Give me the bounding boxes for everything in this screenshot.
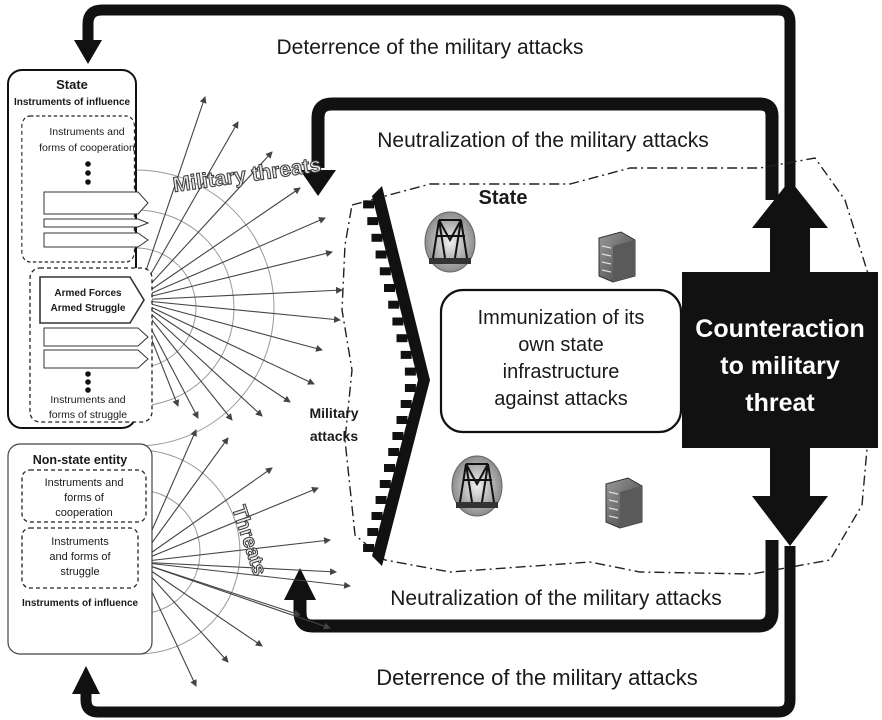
wall-tooth xyxy=(400,350,412,359)
state-cooperation-line1: Instruments and xyxy=(49,126,124,138)
target-state-label: State xyxy=(479,187,528,209)
instrument-pentagon xyxy=(43,218,150,228)
ellipsis-dot xyxy=(85,371,91,377)
bottom-neutralization-arrowhead xyxy=(284,568,316,600)
ellipsis-dot xyxy=(85,161,91,167)
top-neutralization-label: Neutralization of the military attacks xyxy=(377,129,708,152)
top-deterrence-label: Deterrence of the military attacks xyxy=(277,36,584,59)
nonstate-struggle-line3: struggle xyxy=(60,566,99,578)
wall-tooth xyxy=(363,200,375,209)
ellipsis-dot xyxy=(85,170,91,176)
wall-tooth xyxy=(384,284,395,292)
top-neutralization-loop xyxy=(311,97,779,200)
bottom-neutralization-label: Neutralization of the military attacks xyxy=(390,587,721,610)
counteraction-box xyxy=(682,272,878,448)
military-attacks-line1: Military xyxy=(309,405,358,421)
instrument-pentagon xyxy=(43,232,149,248)
wall-tooth xyxy=(404,367,416,376)
state-boundary xyxy=(341,157,871,575)
nonstate-struggle-line1: Instruments xyxy=(51,536,109,548)
instrument-pentagon xyxy=(43,327,149,347)
nonstate-cooperation-line2: forms of xyxy=(64,492,105,504)
wall-tooth xyxy=(375,496,387,504)
bottom-deterrence-label: Deterrence of the military attacks xyxy=(376,665,698,690)
wall-tooth xyxy=(371,233,383,242)
counteraction-line1: Counteraction xyxy=(695,315,864,343)
top-deterrence-arrowhead xyxy=(74,40,102,64)
power-plant-icon xyxy=(424,211,476,273)
military-threat-arrows xyxy=(135,96,343,421)
wall-tooth xyxy=(388,300,400,309)
state-box-subtitle: Instruments of influence xyxy=(14,97,131,108)
counteraction-line3: threat xyxy=(745,389,815,417)
bottom-neutralization-loop xyxy=(293,540,779,633)
wall-tooth xyxy=(379,267,391,276)
state-cooperation-line2: forms of cooperation xyxy=(39,142,135,154)
wall-tooth xyxy=(375,250,387,259)
nonstate-box-title: Non-state entity xyxy=(33,453,128,467)
top-deterrence-loop xyxy=(82,4,796,200)
instrument-pentagon xyxy=(43,349,149,369)
defensive-wall xyxy=(363,186,430,566)
bottom-deterrence-arrowhead xyxy=(72,666,100,694)
wall-tooth xyxy=(363,544,375,552)
wall-tooth xyxy=(400,400,412,408)
building-icon xyxy=(605,477,643,529)
armed-forces-line1: Armed Forces xyxy=(54,288,122,299)
wall-tooth xyxy=(379,480,391,488)
immunization-box xyxy=(439,288,683,434)
threat-arcs xyxy=(135,169,275,655)
state-struggle-line1: Instruments and xyxy=(50,394,125,406)
military-threats-label: Military threats xyxy=(171,153,322,197)
wall-tooth xyxy=(388,448,400,456)
nonstate-cooperation-group xyxy=(21,469,147,523)
wall-tooth xyxy=(396,334,408,343)
state-struggle-line2: forms of struggle xyxy=(49,409,127,421)
counteraction-line2: to military xyxy=(720,352,840,380)
ellipsis-dot xyxy=(85,179,91,185)
instrument-pentagon xyxy=(43,191,149,215)
nonstate-footer: Instruments of influence xyxy=(22,598,139,609)
immunization-line4: against attacks xyxy=(494,388,627,410)
counteraction-up-shaft xyxy=(770,226,810,274)
nonstate-cooperation-line1: Instruments and xyxy=(45,477,124,489)
wall-tooth xyxy=(392,317,404,326)
ellipsis-dot xyxy=(85,387,91,393)
wall-tooth xyxy=(371,512,383,520)
wall-tooth xyxy=(396,416,408,424)
threat-arrows xyxy=(137,429,351,687)
wall-tooth xyxy=(367,217,379,226)
armed-forces-line2: Armed Struggle xyxy=(50,303,125,314)
nonstate-struggle-group xyxy=(21,527,139,589)
immunization-line1: Immunization of its xyxy=(478,307,645,329)
building-icon xyxy=(598,231,636,283)
immunization-line3: infrastructure xyxy=(503,361,620,383)
power-plant-icon xyxy=(451,455,503,517)
armed-forces-pentagon xyxy=(39,276,145,324)
bottom-deterrence-loop xyxy=(80,546,796,718)
wall-tooth xyxy=(367,528,379,536)
counteraction-up-arrowhead xyxy=(752,180,828,228)
immunization-line2: own state xyxy=(518,334,604,356)
top-neutralization-arrowhead xyxy=(300,170,336,196)
wall-tooth xyxy=(404,384,416,392)
military-attacks-line2: attacks xyxy=(310,428,358,444)
wall-spine xyxy=(372,186,430,566)
wall-tooth xyxy=(384,464,395,472)
counteraction-down-arrowhead xyxy=(752,496,828,546)
ellipsis-dot xyxy=(85,379,91,385)
counteraction-down-shaft xyxy=(770,446,810,498)
wall-tooth xyxy=(392,432,404,440)
state-box-title: State xyxy=(56,77,88,92)
nonstate-struggle-line2: and forms of xyxy=(49,551,111,563)
nonstate-cooperation-line3: cooperation xyxy=(55,507,113,519)
